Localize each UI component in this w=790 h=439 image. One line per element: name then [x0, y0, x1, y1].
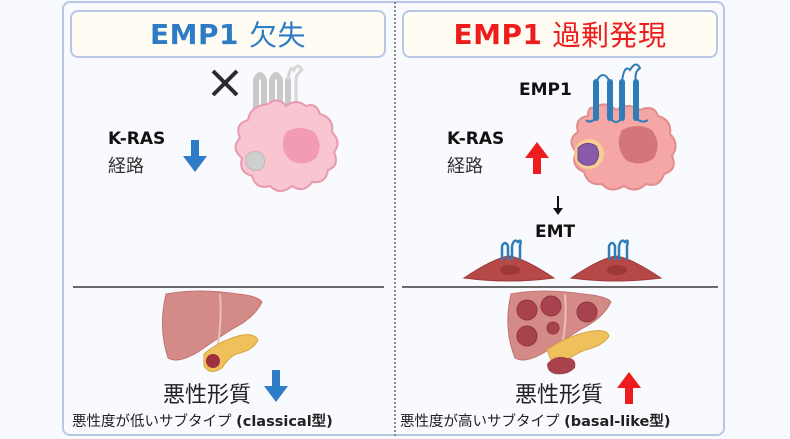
left-subtype-name: (classical型): [236, 414, 333, 430]
nucleus: [282, 128, 320, 164]
emp1-protein-icon: [593, 79, 639, 121]
left-subtype-caption: 悪性度が低いサブタイプ (classical型): [72, 410, 333, 431]
left-title-gene: EMP1: [149, 17, 239, 51]
left-title-state: 欠失: [248, 19, 306, 52]
left-pathway-down-arrow-icon: [183, 140, 207, 172]
left-pathway-label: 経路: [108, 156, 144, 177]
right-pathway-up-arrow-icon: [525, 142, 549, 174]
left-malignancy-label: 悪性形質: [163, 383, 252, 408]
left-panel-title: EMP1 欠失: [70, 10, 386, 58]
gray-organelle: [245, 150, 266, 171]
emp1-overexpressing-cell-icon: [570, 63, 677, 191]
left-subtype-text: 悪性度が低いサブタイプ: [72, 414, 232, 430]
emt-label: EMT: [535, 222, 576, 242]
purple-organelle: [577, 142, 600, 166]
right-pathway-label: 経路: [447, 156, 483, 177]
mesenchymal-cell-icon: [462, 239, 556, 282]
cancer-cell-icon: [234, 64, 339, 192]
figure-frame: [62, 1, 725, 436]
right-title-state: 過剰発現: [552, 19, 667, 52]
left-kras-label: K-RAS: [108, 129, 166, 149]
mesenchymal-cell-icon: [569, 239, 663, 282]
pancreatic-tumor: [547, 356, 576, 375]
emp1-protein-label: EMP1: [519, 80, 572, 100]
right-subtype-name: (basal-like型): [564, 414, 671, 430]
left-malignancy-down-arrow-icon: [264, 370, 288, 402]
right-panel-title: EMP1 過剰発現: [402, 10, 718, 58]
cross-icon: [211, 69, 239, 97]
pancreatic-tumor: [206, 354, 220, 368]
right-kras-label: K-RAS: [447, 129, 505, 149]
right-subtype-text: 悪性度が高いサブタイプ: [400, 414, 560, 430]
right-section-divider: [402, 286, 718, 288]
panel-divider: [394, 2, 396, 436]
tumor-liver-pancreas-icon: [507, 290, 612, 375]
healthy-liver-pancreas-icon: [161, 290, 263, 372]
right-malignancy-up-arrow-icon: [617, 372, 641, 404]
liver: [161, 290, 263, 361]
right-subtype-caption: 悪性度が高いサブタイプ (basal-like型): [400, 410, 670, 431]
left-section-divider: [73, 286, 384, 288]
liver-metastases: [516, 295, 598, 347]
right-title-gene: EMP1: [453, 17, 543, 51]
nucleus: [618, 126, 658, 164]
emt-small-arrow-icon: [553, 196, 563, 215]
right-malignancy-label: 悪性形質: [515, 383, 604, 408]
